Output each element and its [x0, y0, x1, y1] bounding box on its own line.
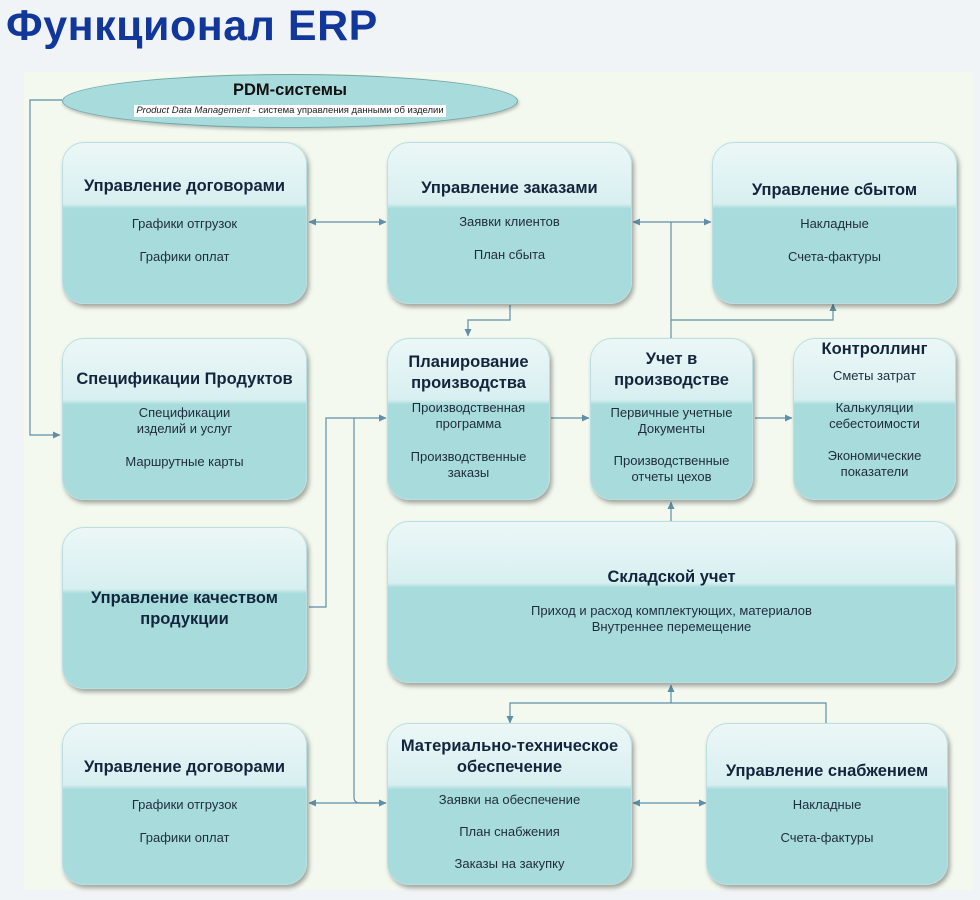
contracts-box-bottom: Управление договорами Графики отгрузок Г… — [62, 723, 307, 885]
pdm-ellipse: PDM-системы Product Data Management - си… — [62, 74, 518, 128]
box-title: Управление заказами — [421, 179, 598, 197]
box-item: изделий и услуг — [136, 421, 233, 436]
box-item: Документы — [637, 421, 705, 436]
box-title: продукции — [140, 610, 229, 628]
box-title: Планирование — [408, 353, 529, 371]
box-title: обеспечение — [456, 758, 563, 776]
box-title: Управление снабжением — [725, 762, 929, 780]
box-item: программа — [435, 416, 502, 431]
box-title: Складской учет — [607, 568, 736, 586]
warehouse-box: Складской учет Приход и расход комплекту… — [387, 521, 956, 683]
sales-box: Управление сбытом Накладные Счета-фактур… — [712, 142, 957, 304]
box-title: Контроллинг — [821, 340, 928, 358]
box-item: заказы — [447, 465, 490, 480]
box-item: показатели — [840, 464, 909, 479]
page-title: Функционал ERP — [6, 2, 378, 50]
box-item: Производственная — [411, 400, 526, 415]
pdm-title: PDM-системы — [233, 81, 347, 99]
box-item: Заявки клиентов — [459, 214, 560, 229]
box-item: Накладные — [800, 216, 869, 231]
box-item: План сбыта — [473, 247, 546, 262]
box-item: Графики отгрузок — [131, 216, 238, 231]
connector-orders-planning — [464, 305, 511, 337]
box-item: Графики отгрузок — [131, 797, 238, 812]
supply-box: Управление снабжением Накладные Счета-фа… — [706, 723, 948, 885]
box-title: Управление договорами — [84, 758, 285, 776]
box-title: Спецификации Продуктов — [76, 370, 293, 388]
box-title: производства — [411, 374, 526, 392]
box-item: Производственные — [410, 449, 527, 464]
connector-supply-warehouse — [667, 684, 827, 723]
box-title: Управление сбытом — [751, 181, 918, 199]
specs-box: Спецификации Продуктов Спецификации изде… — [62, 338, 307, 500]
box-item: Маршрутные карты — [125, 454, 244, 469]
connector-warehouse-mto — [506, 702, 671, 724]
box-item: Заказы на закупку — [454, 856, 565, 871]
box-item: отчеты цехов — [631, 469, 712, 484]
pdm-subtitle: Product Data Management - система управл… — [134, 105, 446, 117]
box-title: производстве — [614, 371, 729, 389]
box-item: Приход и расход комплектующих, материало… — [531, 603, 812, 618]
box-item: Счета-фактуры — [788, 249, 881, 264]
box-item: Внутреннее перемещение — [591, 619, 752, 634]
box-item: Калькуляции — [835, 400, 914, 415]
box-item: Спецификации — [138, 405, 231, 420]
controlling-box: Контроллинг Сметы затрат Калькуляции себ… — [793, 338, 956, 500]
box-item: Первичные учетные — [610, 405, 733, 420]
box-title: Учет в — [645, 350, 698, 368]
connector-quality-planning — [309, 414, 387, 608]
mto-box: Материально-техническое обеспечение Заяв… — [387, 723, 632, 885]
box-item: Производственные — [613, 453, 730, 468]
quality-box: Управление качеством продукции — [62, 527, 307, 689]
box-item: Графики оплат — [139, 830, 230, 845]
box-title: Управление договорами — [84, 177, 285, 195]
box-item: Накладные — [792, 797, 862, 812]
connector-mto-planning — [353, 418, 386, 804]
accounting-box: Учет в производстве Первичные учетные До… — [590, 338, 753, 500]
orders-box: Управление заказами Заявки клиентов План… — [387, 142, 632, 304]
box-item: Заявки на обеспечение — [438, 792, 581, 807]
connector-pdm-specs — [29, 99, 62, 439]
box-item: Экономические — [827, 448, 922, 463]
box-title: Управление качеством — [91, 589, 278, 607]
box-title: Материально-техническое — [400, 737, 619, 755]
box-item: Счета-фактуры — [780, 830, 874, 845]
contracts-box-top: Управление договорами Графики отгрузок Г… — [62, 142, 307, 304]
connector-accounting-sales — [670, 222, 837, 321]
box-item: себестоимости — [829, 416, 920, 431]
planning-box: Планирование производства Производственн… — [387, 338, 550, 500]
box-item: Сметы затрат — [832, 368, 917, 383]
box-item: План снабжения — [459, 824, 560, 839]
box-item: Графики оплат — [139, 249, 230, 264]
